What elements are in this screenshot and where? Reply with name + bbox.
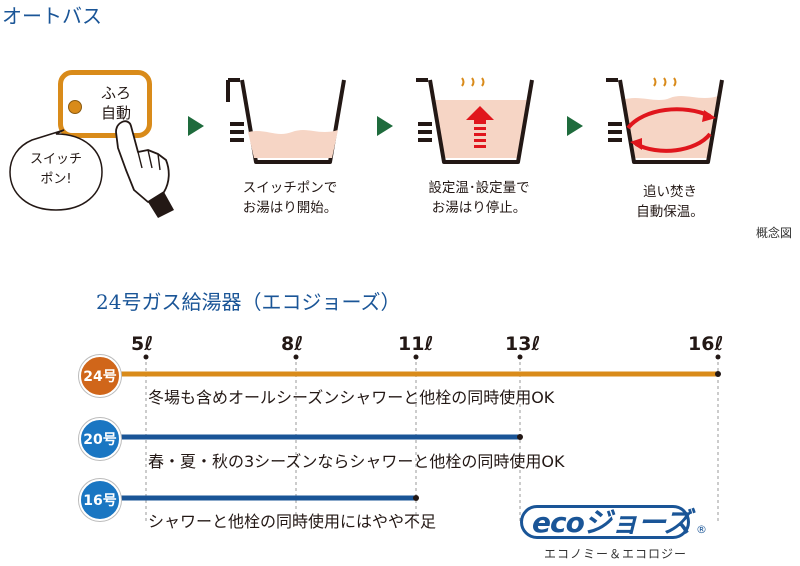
capacity-end-dot-2 bbox=[413, 495, 419, 501]
tick-dot-5 bbox=[143, 354, 149, 360]
panel-lamp-icon bbox=[68, 100, 82, 114]
eco-logo-subtitle: エコノミー＆エコロジー bbox=[544, 547, 688, 561]
concept-diagram-note: 概念図 bbox=[756, 226, 793, 240]
step-arrow-icon-2 bbox=[377, 116, 393, 136]
step3-caption-line1: 追い焚き bbox=[643, 184, 697, 200]
eco-jozu-logo: ecoジョーズ ® bbox=[520, 497, 716, 543]
auto-bath-title: オートバス bbox=[2, 4, 102, 28]
pointing-hand-icon bbox=[115, 120, 174, 218]
tick-label-8: 8ℓ bbox=[281, 333, 304, 355]
speech-bubble-icon bbox=[9, 129, 103, 211]
eco-logo-mark: ® bbox=[696, 523, 707, 536]
bath-control-panel: ふろ 自動 bbox=[58, 70, 152, 138]
badge-16: 16号 bbox=[79, 479, 121, 521]
row-20-text: 春・夏・秋の3シーズンならシャワーと他栓の同時使用OK bbox=[148, 452, 565, 471]
step2-caption-line1: 設定温･設定量で bbox=[428, 180, 530, 196]
step1-caption-line2: お湯はり開始。 bbox=[242, 200, 338, 216]
bathtub-filling-stop-icon bbox=[416, 77, 534, 164]
water-heater-title: 24号ガス給湯器（エコジョーズ） bbox=[96, 290, 401, 314]
tick-label-11: 11ℓ bbox=[398, 333, 434, 355]
bubble-text-line1: スイッチ bbox=[29, 152, 82, 167]
row-24-text: 冬場も含めオールシーズンシャワーと他栓の同時使用OK bbox=[148, 388, 555, 407]
panel-label-line1: ふろ bbox=[100, 84, 131, 102]
badge-24: 24号 bbox=[79, 355, 121, 397]
step-arrow-icon-1 bbox=[188, 116, 204, 136]
badge-20: 20号 bbox=[79, 418, 121, 460]
step3-caption-line2: 自動保温。 bbox=[636, 204, 704, 220]
bathtub-reheat-icon bbox=[606, 77, 724, 164]
tick-dot-11 bbox=[413, 354, 419, 360]
panel-label-line2: 自動 bbox=[100, 104, 131, 122]
step1-caption-line1: スイッチポンで bbox=[242, 180, 338, 196]
tick-dot-8 bbox=[293, 354, 299, 360]
tick-label-16: 16ℓ bbox=[688, 333, 724, 355]
row-16-text: シャワーと他栓の同時使用にはやや不足 bbox=[148, 512, 437, 531]
eco-logo-text: ecoジョーズ bbox=[532, 506, 691, 539]
tick-dot-16 bbox=[715, 354, 721, 360]
capacity-end-dot-1 bbox=[517, 434, 523, 440]
step2-caption-line2: お湯はり停止。 bbox=[431, 200, 527, 216]
tick-dot-13 bbox=[517, 354, 523, 360]
step-arrow-icon-3 bbox=[567, 116, 583, 136]
bathtub-filling-start-icon bbox=[226, 78, 346, 164]
capacity-end-dot-0 bbox=[715, 371, 721, 377]
bubble-text-line2: ポン! bbox=[40, 172, 72, 187]
tick-label-13: 13ℓ bbox=[505, 333, 541, 355]
tick-label-5: 5ℓ bbox=[131, 333, 154, 355]
